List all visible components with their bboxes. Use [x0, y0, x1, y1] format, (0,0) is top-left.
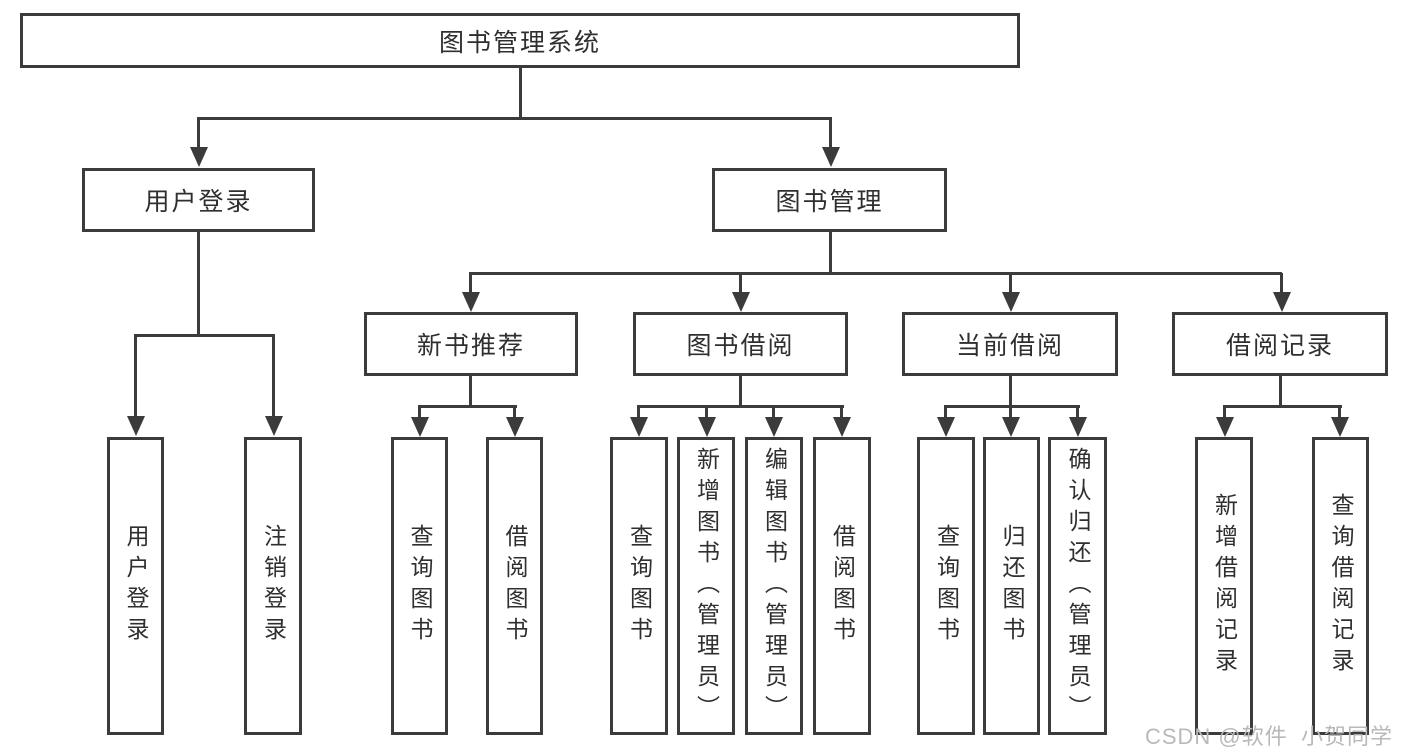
arrow-to-records-query-record [1330, 406, 1349, 437]
arrow-to-leaf-user-login [126, 335, 145, 436]
arrow-to-borrowing-query-books [629, 406, 648, 437]
leaf-login-user-login: 用户登录 [107, 437, 164, 735]
node-new-book-recommendation: 新书推荐 [364, 312, 578, 376]
node-book-management: 图书管理 [712, 168, 947, 232]
connector-borrowing-stem [739, 376, 742, 406]
arrow-to-recommend-query-books [410, 406, 429, 437]
connector-recommend-stem [469, 376, 472, 406]
connector-level2-branch-line [197, 117, 832, 120]
connector-user-login-branch-line [134, 334, 275, 337]
node-user-login: 用户登录 [82, 168, 315, 232]
arrow-to-current-return-books [1001, 406, 1020, 437]
connector-records-stem [1279, 376, 1282, 406]
leaf-records-query-borrow-record: 查询借阅记录 [1312, 437, 1369, 735]
connector-root-stem [519, 68, 522, 118]
arrow-to-book-management [821, 118, 840, 167]
arrow-to-current-confirm-return [1068, 406, 1087, 437]
connector-borrowing-branch-line [637, 405, 844, 408]
connector-current-stem [1009, 376, 1012, 406]
node-borrowing-records: 借阅记录 [1172, 312, 1388, 376]
leaf-borrowing-borrow-books: 借阅图书 [813, 437, 871, 735]
leaf-recommend-borrow-books: 借阅图书 [486, 437, 543, 735]
node-book-borrowing: 图书借阅 [633, 312, 848, 376]
leaf-records-add-borrow-record: 新增借阅记录 [1195, 437, 1253, 735]
leaf-borrowing-edit-books-admin: 编辑图书（管理员） [745, 437, 803, 735]
arrow-to-leaf-logout [264, 335, 283, 436]
connector-recommend-branch-line [418, 405, 517, 408]
arrow-to-book-borrowing [731, 273, 750, 312]
leaf-borrowing-add-books-admin: 新增图书（管理员） [677, 437, 735, 735]
arrow-to-borrowing-add-books [697, 406, 716, 437]
arrow-to-current-query-books [936, 406, 955, 437]
arrow-to-user-login [189, 118, 208, 167]
arrow-to-recommend-borrow-books [505, 406, 524, 437]
node-book-management-system: 图书管理系统 [20, 13, 1020, 68]
arrow-to-borrowing-borrow-books [832, 406, 851, 437]
connector-user-login-stem [197, 232, 200, 335]
connector-records-branch-line [1223, 405, 1342, 408]
connector-book-management-stem [829, 232, 832, 273]
leaf-current-query-books: 查询图书 [917, 437, 975, 735]
leaf-recommend-query-books: 查询图书 [391, 437, 448, 735]
watermark-text: CSDN @软件_小贺同学 [1144, 724, 1393, 747]
leaf-login-logout: 注销登录 [244, 437, 302, 735]
arrow-to-current-borrowing [1001, 273, 1020, 312]
arrow-to-borrowing-edit-books [764, 406, 783, 437]
leaf-current-return-books: 归还图书 [983, 437, 1040, 735]
node-current-borrowing: 当前借阅 [902, 312, 1118, 376]
arrow-to-new-book-recommendation [461, 273, 480, 312]
arrow-to-borrowing-records [1272, 273, 1291, 312]
connector-current-branch-line [944, 405, 1080, 408]
arrow-to-records-add-record [1215, 406, 1234, 437]
leaf-borrowing-query-books: 查询图书 [610, 437, 668, 735]
connector-level3-branch-line [469, 272, 1282, 275]
leaf-current-confirm-return-admin: 确认归还（管理员） [1048, 437, 1107, 735]
